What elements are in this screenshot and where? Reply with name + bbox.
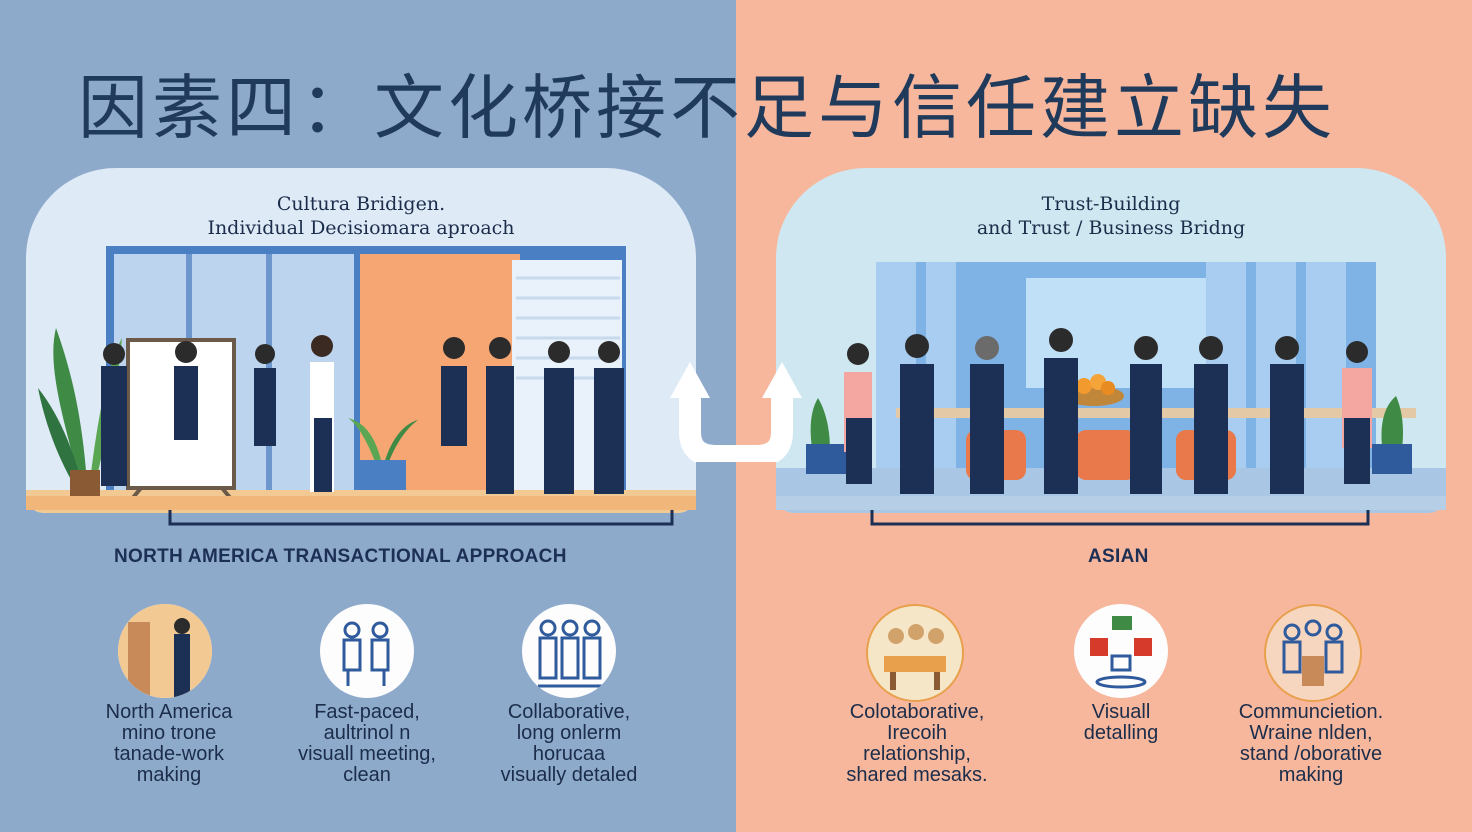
right-heading-line2: and Trust / Business Bridng [976, 217, 1246, 239]
group-collaboration-icon [522, 604, 616, 698]
left-illustration-panel: Cultura Bridigen. Individual Decisiomara… [26, 168, 696, 513]
banquet-meeting-scene [776, 262, 1446, 513]
left-region-label: NORTH AMERICA TRANSACTIONAL APPROACH [114, 546, 567, 567]
office-meeting-scene [26, 246, 696, 513]
bridge-arrow-icon [670, 362, 802, 462]
left-bracket [168, 510, 674, 526]
left-floor-bar [26, 496, 696, 510]
businessman-doorway-icon [118, 604, 212, 698]
shared-meal-icon [866, 604, 964, 702]
tea-ceremony-icon [1074, 604, 1168, 698]
right-caption-3: Communcietion.Wraine nlden,stand /oborat… [1238, 701, 1384, 786]
right-region-label: ASIAN [1088, 546, 1149, 567]
left-heading-line1: Cultura Bridigen. [276, 193, 446, 215]
right-floor-bar [776, 496, 1446, 510]
communication-group-icon [1264, 604, 1362, 702]
right-illustration-panel: Trust-Building and Trust / Business Brid… [776, 168, 1446, 513]
team-meeting-icon [320, 604, 414, 698]
right-heading-line1: Trust-Building [1041, 193, 1181, 215]
left-heading-line2: Individual Decisiomara aproach [207, 217, 515, 239]
page-title: 因素四：文化桥接不足与信任建立缺失 [78, 67, 1336, 149]
right-bracket [870, 510, 1370, 526]
